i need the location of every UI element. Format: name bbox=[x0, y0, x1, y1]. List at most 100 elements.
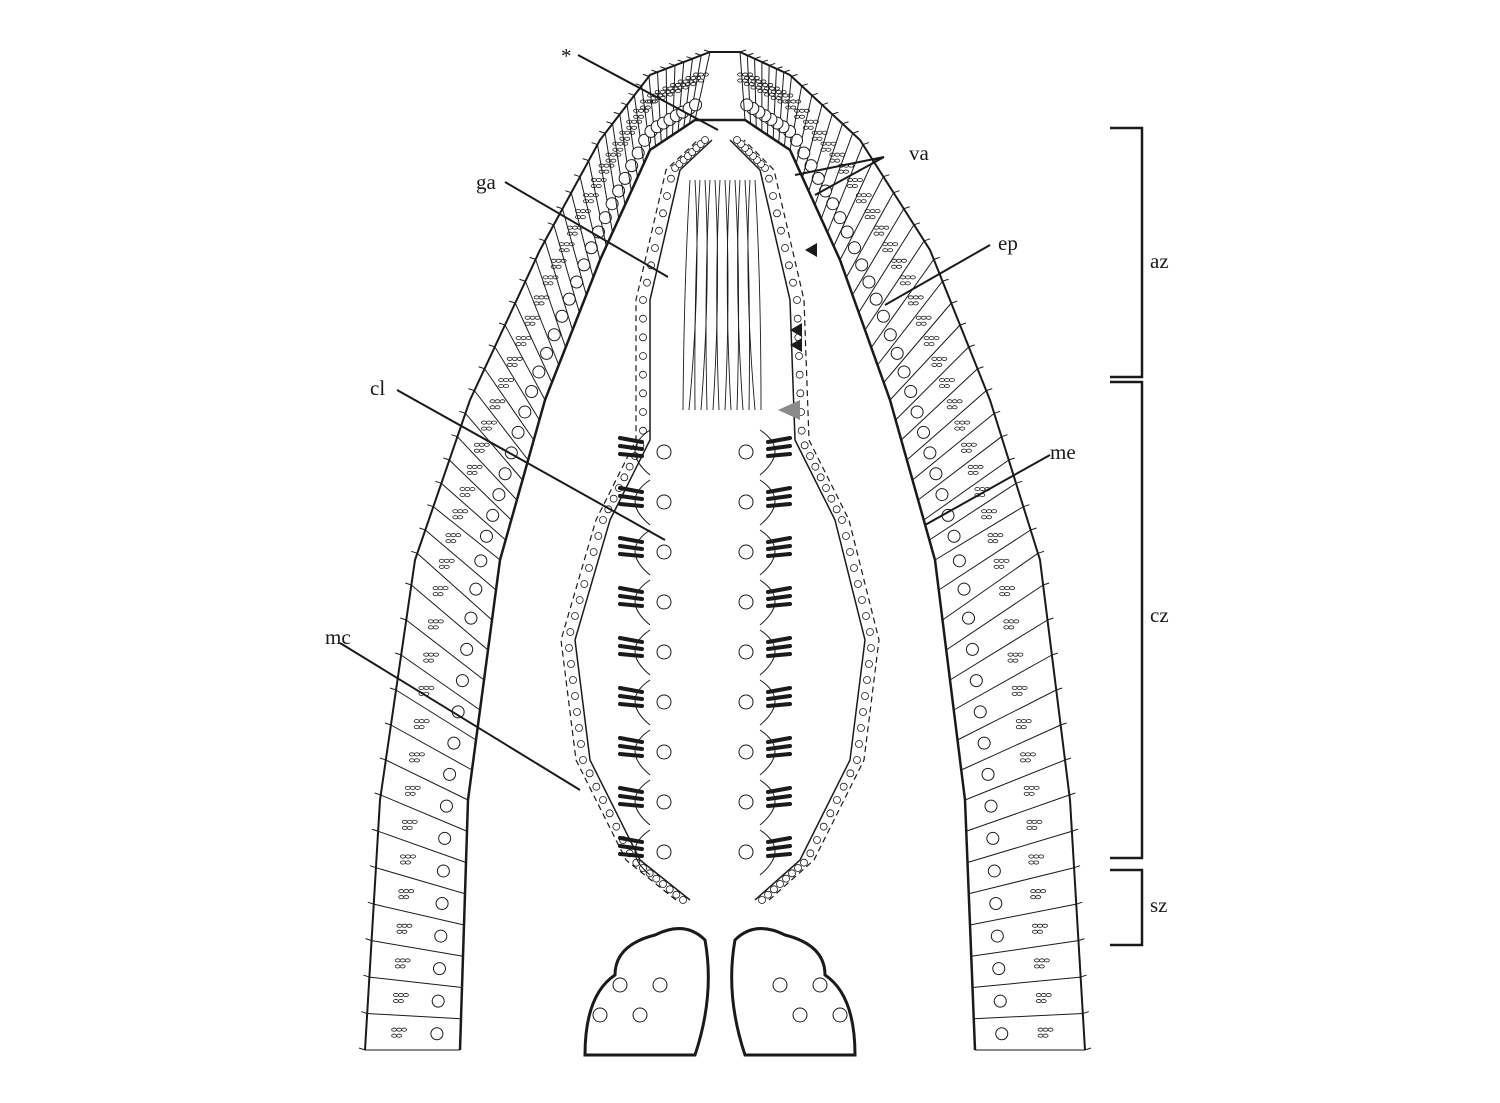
cell-partition bbox=[877, 280, 943, 366]
cell-partition bbox=[441, 482, 506, 541]
cell-nucleus bbox=[474, 554, 488, 568]
secretory-granule bbox=[414, 752, 420, 757]
gland-fold bbox=[747, 179, 756, 411]
secretory-granule bbox=[406, 923, 413, 928]
secretory-granule bbox=[459, 493, 466, 498]
secretory-granule bbox=[944, 378, 950, 383]
secretory-granule bbox=[437, 592, 444, 597]
lining-cell bbox=[759, 579, 776, 626]
gland-fold bbox=[700, 179, 708, 411]
secretory-granule bbox=[904, 275, 911, 280]
lining-nucleus bbox=[738, 494, 754, 510]
cilia-hair bbox=[400, 617, 407, 621]
arrowhead-marker bbox=[805, 243, 817, 257]
cilia-hair bbox=[389, 687, 397, 691]
cell-partition bbox=[971, 940, 1079, 957]
secretory-granule bbox=[617, 141, 624, 146]
secretory-granule bbox=[1040, 999, 1047, 1004]
cell-nucleus bbox=[969, 674, 983, 688]
secretory-granule bbox=[1038, 964, 1045, 969]
cilia-hair bbox=[811, 92, 819, 96]
secretory-granule bbox=[399, 958, 406, 963]
gland-fold bbox=[682, 179, 691, 411]
secretory-granule bbox=[961, 448, 967, 453]
dark-rod bbox=[766, 594, 792, 601]
secretory-granule bbox=[812, 119, 819, 124]
cilia-hair bbox=[761, 59, 769, 63]
dark-rod bbox=[766, 744, 792, 751]
cell-nucleus bbox=[486, 508, 500, 522]
cell-partition bbox=[411, 584, 489, 651]
cell-nucleus bbox=[797, 146, 811, 160]
secretory-granule bbox=[998, 564, 1005, 569]
cilia-hair bbox=[677, 59, 684, 63]
myoepithelial-bead bbox=[857, 724, 865, 732]
leader-lines bbox=[339, 54, 1051, 791]
cell-nucleus bbox=[464, 611, 478, 625]
cilia-hair bbox=[924, 238, 931, 242]
secretory-granule bbox=[794, 114, 800, 119]
myoepithelial-bead bbox=[585, 769, 594, 778]
dark-rod bbox=[766, 702, 792, 708]
secretory-granule bbox=[1028, 785, 1035, 790]
cilia-hair bbox=[582, 158, 589, 162]
dark-rod bbox=[618, 586, 644, 594]
cell-partition bbox=[968, 867, 1075, 895]
myoepithelial-bead bbox=[788, 869, 796, 878]
cell-partition bbox=[767, 65, 770, 136]
cell-nucleus bbox=[876, 309, 890, 323]
cilia-hair bbox=[1008, 457, 1015, 461]
myoepithelial-bead bbox=[665, 885, 674, 894]
secretory-granule bbox=[631, 119, 638, 124]
dark-rod bbox=[766, 752, 792, 758]
secretory-granule bbox=[617, 147, 624, 152]
secretory-granule bbox=[603, 169, 610, 174]
secretory-granule bbox=[1033, 785, 1040, 790]
label-ga: ga bbox=[476, 170, 496, 194]
secretory-granule bbox=[931, 356, 938, 361]
myoepithelial-bead bbox=[643, 278, 651, 287]
secretory-granule bbox=[533, 295, 540, 300]
secretory-granule bbox=[1028, 791, 1035, 796]
myoepithelial-bead bbox=[612, 822, 621, 831]
secretory-granule bbox=[1033, 860, 1040, 865]
cilia-hair bbox=[635, 83, 642, 87]
secretory-granule bbox=[633, 114, 640, 119]
secretory-granule bbox=[698, 72, 704, 77]
secretory-granule bbox=[498, 378, 504, 383]
arrowhead-marker bbox=[790, 338, 802, 352]
secretory-granule bbox=[703, 72, 709, 77]
cilia-hair bbox=[959, 322, 967, 326]
dark-rod bbox=[618, 536, 644, 544]
lining-cell bbox=[634, 679, 651, 726]
secretory-granule bbox=[899, 281, 906, 286]
cell-partition bbox=[795, 95, 813, 164]
dark-rod bbox=[766, 494, 792, 501]
myoepithelial-bead bbox=[609, 494, 618, 503]
secretory-granule bbox=[404, 791, 411, 796]
myoepithelial-bead bbox=[589, 548, 598, 556]
cell-nucleus bbox=[525, 384, 539, 398]
lining-nucleus bbox=[656, 544, 672, 560]
cell-partition bbox=[906, 390, 987, 461]
secretory-granule bbox=[406, 819, 413, 824]
secretory-granule bbox=[538, 295, 545, 300]
cilia-hair bbox=[394, 652, 402, 656]
label-asterisk: * bbox=[561, 44, 572, 68]
cilia-hair bbox=[1047, 617, 1054, 621]
secretory-granule bbox=[396, 929, 403, 934]
secretory-granule bbox=[508, 378, 514, 383]
secretory-granule bbox=[1004, 586, 1011, 591]
secretory-granule bbox=[640, 99, 646, 104]
cilia-hair bbox=[913, 222, 921, 226]
label-me: me bbox=[1050, 440, 1076, 464]
secretory-granule bbox=[662, 92, 669, 97]
secretory-granule bbox=[1007, 652, 1014, 657]
secretory-granule bbox=[799, 114, 805, 119]
dark-rod bbox=[618, 452, 644, 458]
cilia-hair bbox=[747, 52, 754, 56]
secretory-granule bbox=[428, 685, 435, 690]
secretory-granule bbox=[1043, 958, 1050, 963]
myoepithelial-bead bbox=[813, 836, 821, 844]
